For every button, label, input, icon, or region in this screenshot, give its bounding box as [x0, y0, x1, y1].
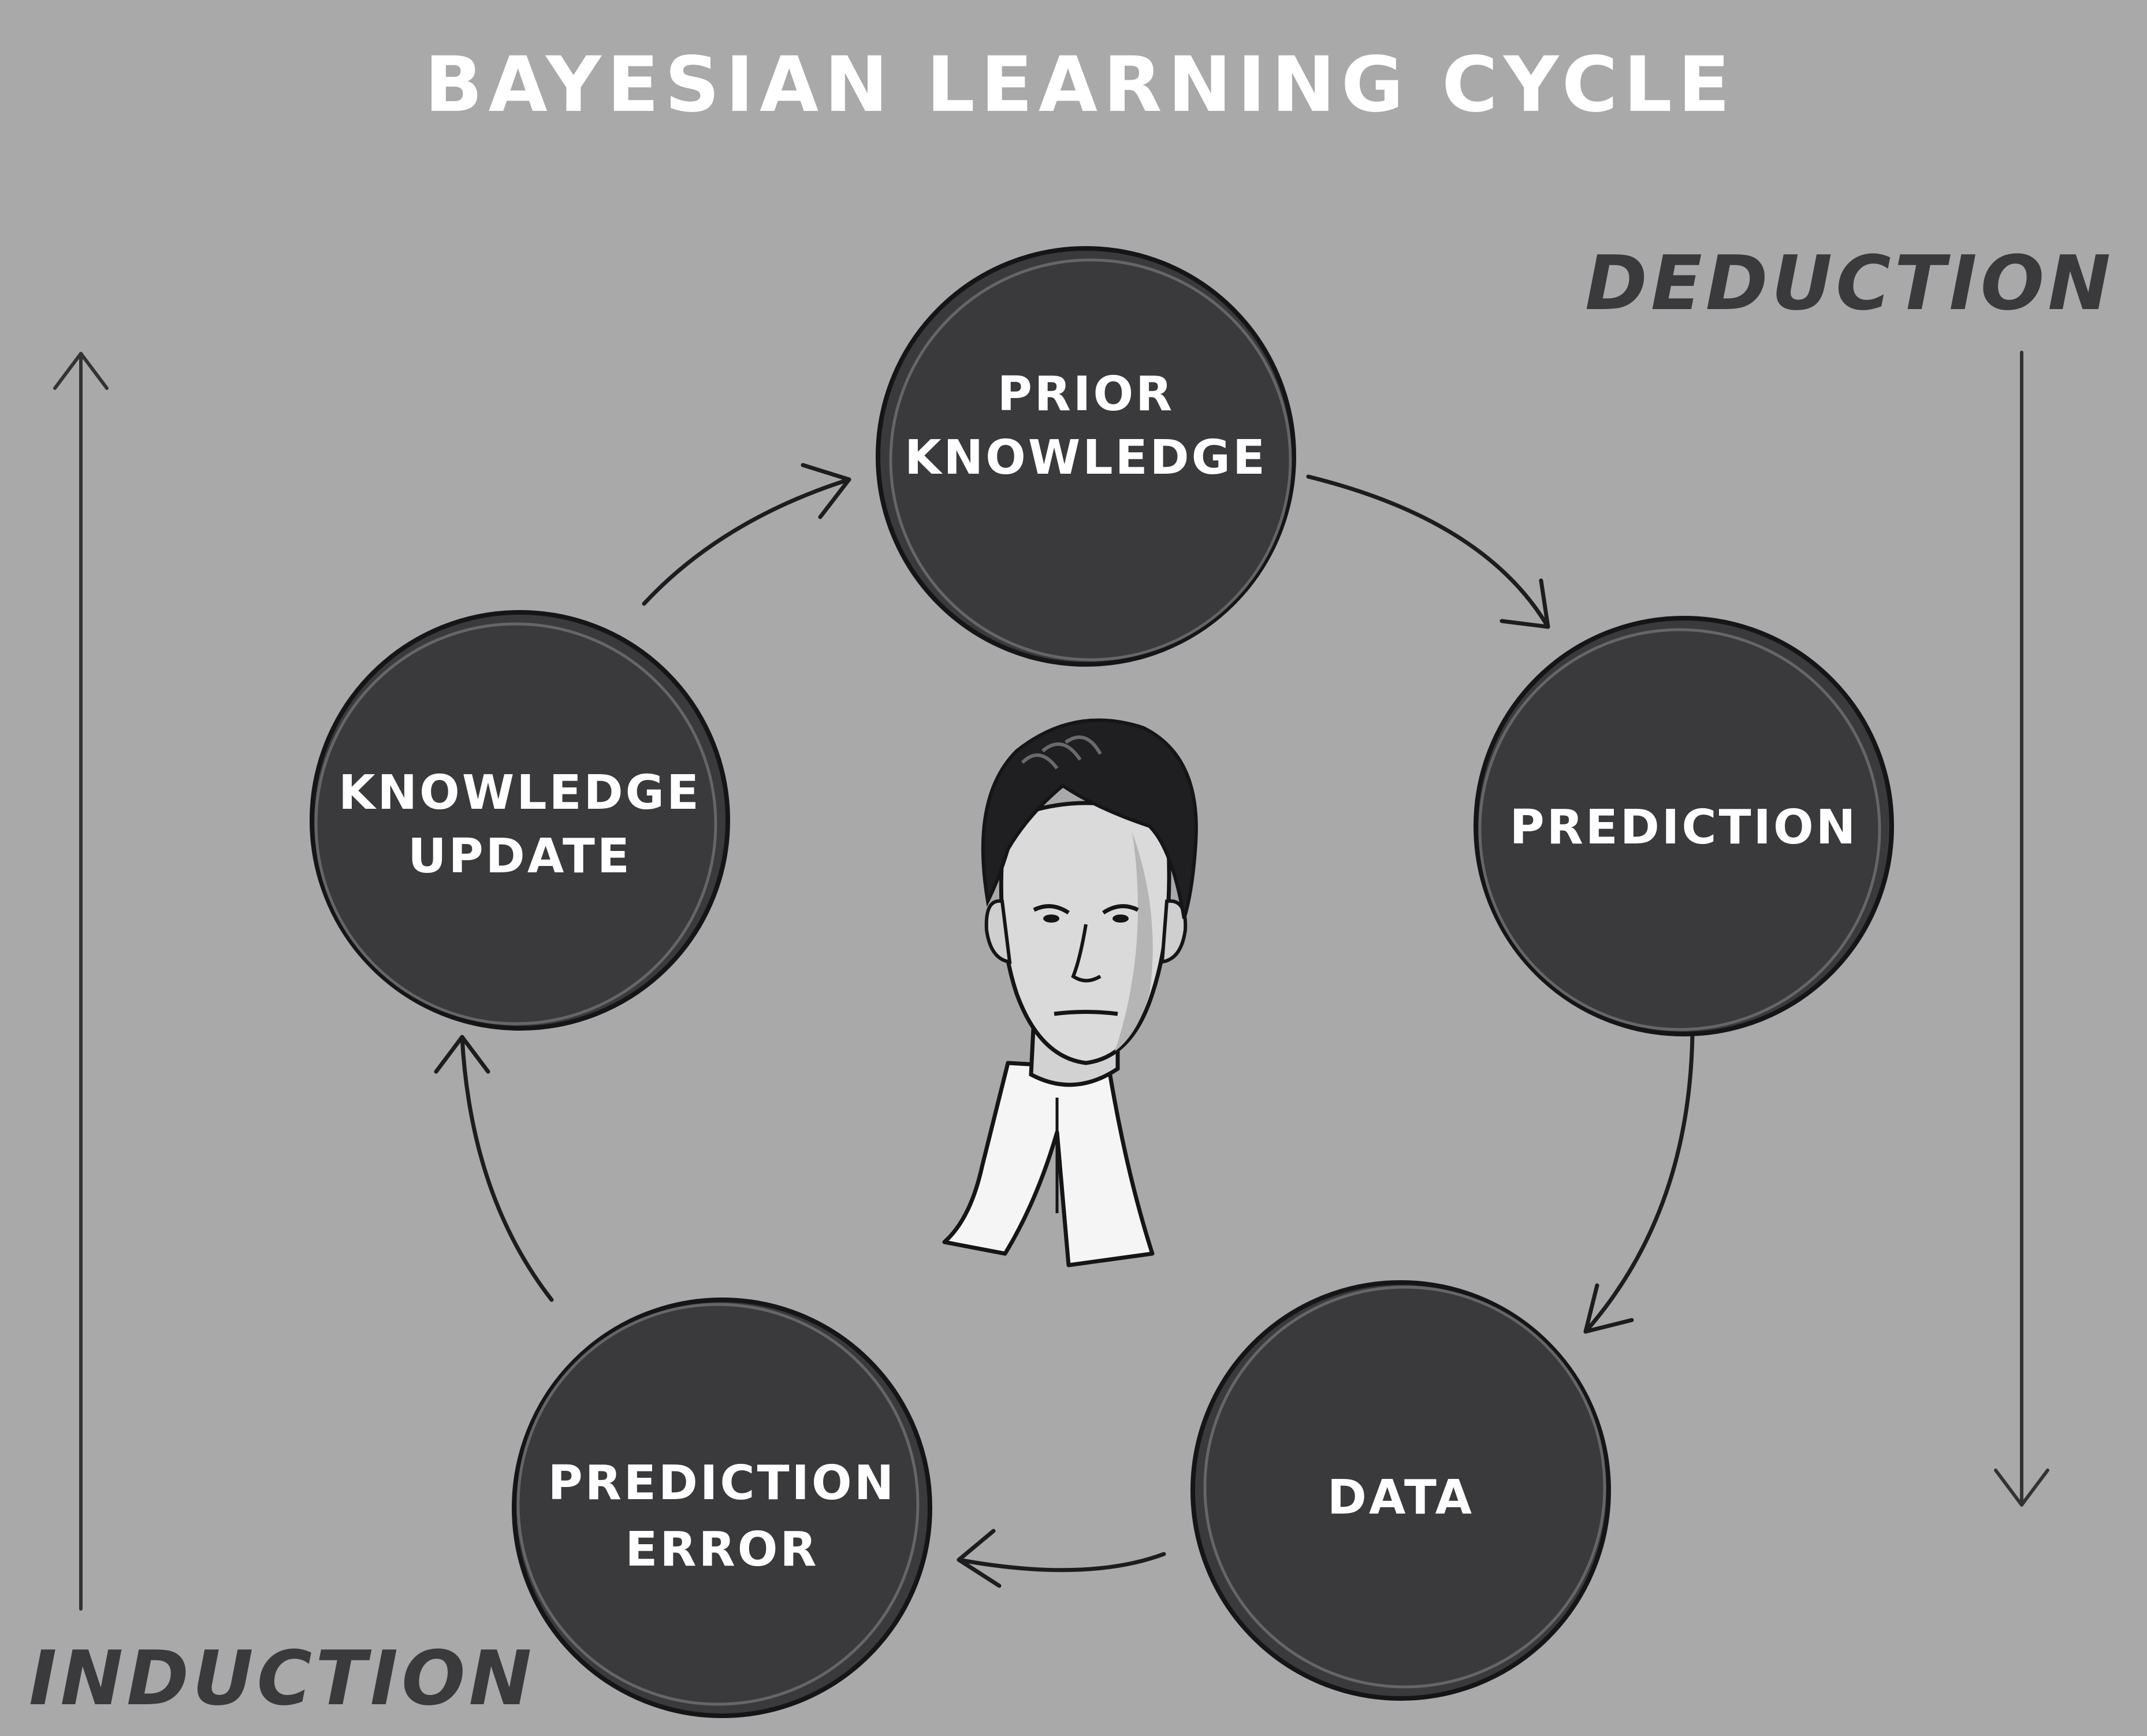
hair-shape [981, 718, 1198, 919]
induction-label: INDUCTION [29, 1634, 535, 1722]
diagram-title: BAYESIAN LEARNING CYCLE [425, 40, 1736, 129]
deduction-label: DEDUCTION [1585, 239, 2114, 327]
node-label-line: KNOWLEDGE [338, 765, 701, 820]
node-prior-knowledge: PRIOR KNOWLEDGE [876, 246, 1296, 667]
node-label-line: UPDATE [408, 829, 632, 884]
node-label-line: PREDICTION [1510, 800, 1858, 855]
cravat-shape [942, 1061, 1155, 1267]
arrow-data-to-prediction-error [957, 1529, 1166, 1588]
node-label-line: KNOWLEDGE [905, 430, 1267, 485]
node-data: DATA [1190, 1280, 1611, 1701]
node-label-line: PRIOR [998, 367, 1175, 422]
induction-axis-arrow [53, 352, 109, 1611]
node-label-line: DATA [1327, 1470, 1474, 1525]
node-label-line: PREDICTION [548, 1456, 896, 1511]
node-knowledge-update: KNOWLEDGE UPDATE [310, 610, 730, 1031]
arrow-prediction-error-to-update [434, 1035, 554, 1302]
arrow-prior-to-prediction [1306, 474, 1550, 629]
node-prediction-error: PREDICTION ERROR [512, 1298, 932, 1718]
arrow-update-to-prior [642, 463, 851, 606]
node-label-line: ERROR [625, 1522, 818, 1577]
deduction-axis-arrow [1994, 351, 2049, 1507]
node-prediction: PREDICTION [1473, 616, 1894, 1036]
arrow-prediction-to-data [1583, 1032, 1695, 1334]
portrait-illustration [942, 718, 1198, 1267]
